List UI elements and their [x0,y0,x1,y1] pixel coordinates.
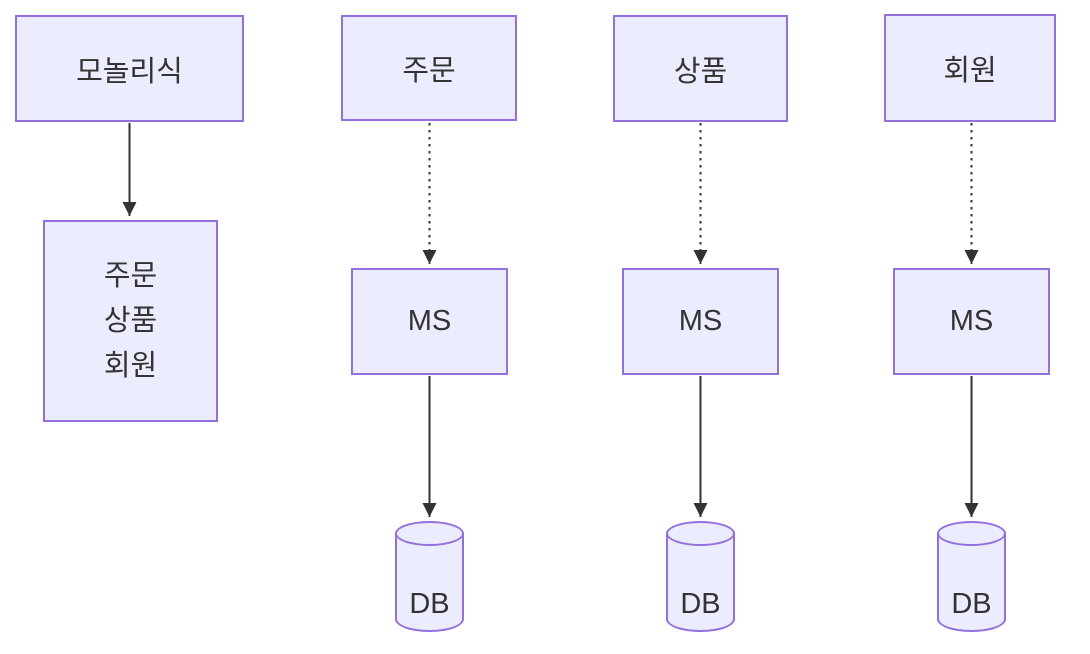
node-ms-product-label: MS [678,305,723,337]
node-ms-product: MS [622,268,779,375]
db-cylinder-lid [395,521,464,546]
db-cylinder-body [666,533,735,632]
module-label-product: 상품 [103,304,158,337]
node-service-order: 주문 [341,15,517,121]
node-ms-order-label: MS [407,305,452,337]
node-db-member: DB [937,521,1006,632]
node-monolith: 모놀리식 [15,15,244,122]
db-cylinder-body [937,533,1006,632]
node-service-product-label: 상품 [673,55,728,88]
node-service-member: 회원 [884,14,1056,122]
node-service-order-label: 주문 [402,55,456,87]
db-cylinder-body [395,533,464,632]
node-monolith-label: 모놀리식 [76,55,183,88]
node-ms-member: MS [893,268,1050,375]
node-ms-order: MS [351,268,508,375]
node-monolith-modules: 주문 상품 회원 [43,220,218,422]
node-db-order: DB [395,521,464,632]
node-db-product: DB [666,521,735,632]
module-label-order: 주문 [103,259,158,292]
node-service-member-label: 회원 [943,55,997,87]
node-service-product: 상품 [613,15,788,122]
node-ms-member-label: MS [949,305,994,337]
module-label-member: 회원 [103,349,158,382]
node-db-product-label: DB [680,588,721,620]
node-db-member-label: DB [951,588,992,620]
node-db-order-label: DB [409,588,450,620]
db-cylinder-lid [666,521,735,546]
db-cylinder-lid [937,521,1006,546]
